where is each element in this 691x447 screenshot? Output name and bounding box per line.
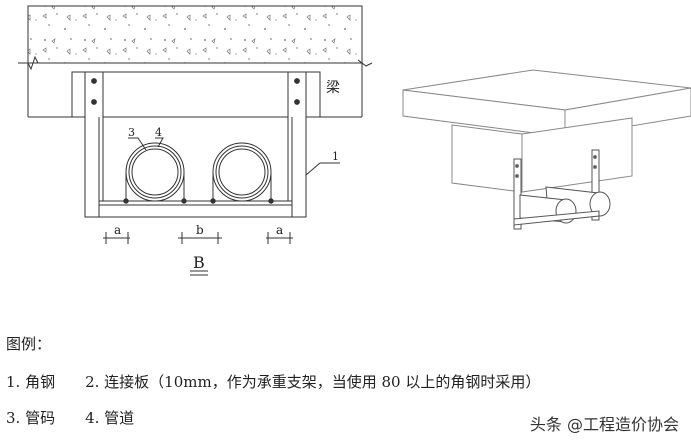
callout-3: 3 — [128, 126, 135, 139]
section-view — [18, 5, 373, 276]
legend-title: 图例： — [6, 335, 52, 353]
bolt-icon — [268, 198, 274, 204]
pipe-left — [123, 142, 187, 204]
bolt-icon — [91, 99, 97, 105]
dimension-b: b — [196, 223, 204, 237]
iso-pipe-back-end — [589, 191, 611, 217]
iso-beam-front — [451, 124, 523, 193]
concrete-slab — [27, 5, 363, 64]
iso-angle-right — [591, 149, 600, 221]
watermark: 头条 @工程造价协会 — [529, 415, 679, 434]
bolt-icon — [210, 198, 216, 204]
dimension-a-right: a — [276, 223, 283, 237]
bolt-icon — [181, 198, 187, 204]
dimension-a-left: a — [114, 223, 121, 237]
iso-beam-side — [521, 117, 633, 193]
isometric-view — [402, 69, 691, 230]
bolt-icon — [294, 99, 300, 105]
angle-steel-left — [84, 71, 104, 218]
legend-row-1: 1. 角钢 2. 连接板（10mm，作为承重支架，当使用 80 以上的角钢时采用） — [6, 371, 540, 392]
iso-cross-angle — [513, 210, 600, 226]
beam-label: 梁 — [326, 80, 340, 96]
cross-angle-steel — [98, 200, 293, 218]
leader-4 — [155, 137, 164, 148]
dimension-lines — [103, 232, 293, 244]
legend-item-pipe-clamp: 3. 管码 — [6, 409, 56, 427]
leader-1 — [305, 162, 340, 176]
legend-row-2: 3. 管码 4. 管道 — [6, 407, 134, 428]
legend-item-pipe: 4. 管道 — [85, 409, 135, 427]
legend-item-angle-steel: 1. 角钢 — [6, 373, 56, 391]
beam — [71, 71, 321, 118]
break-mark-left — [18, 55, 362, 71]
leader-3 — [128, 137, 147, 151]
bolt-icon — [294, 78, 300, 84]
callout-1: 1 — [332, 150, 339, 163]
bolt-icon — [91, 78, 97, 84]
bolt-icon — [123, 198, 129, 204]
callout-4: 4 — [155, 126, 162, 139]
iso-angle-left — [513, 158, 522, 230]
pipe-right — [210, 142, 274, 204]
section-label: B — [193, 253, 205, 272]
angle-steel-right — [287, 71, 307, 218]
legend-item-connecting-plate: 2. 连接板（10mm，作为承重支架，当使用 80 以上的角钢时采用） — [85, 373, 541, 391]
